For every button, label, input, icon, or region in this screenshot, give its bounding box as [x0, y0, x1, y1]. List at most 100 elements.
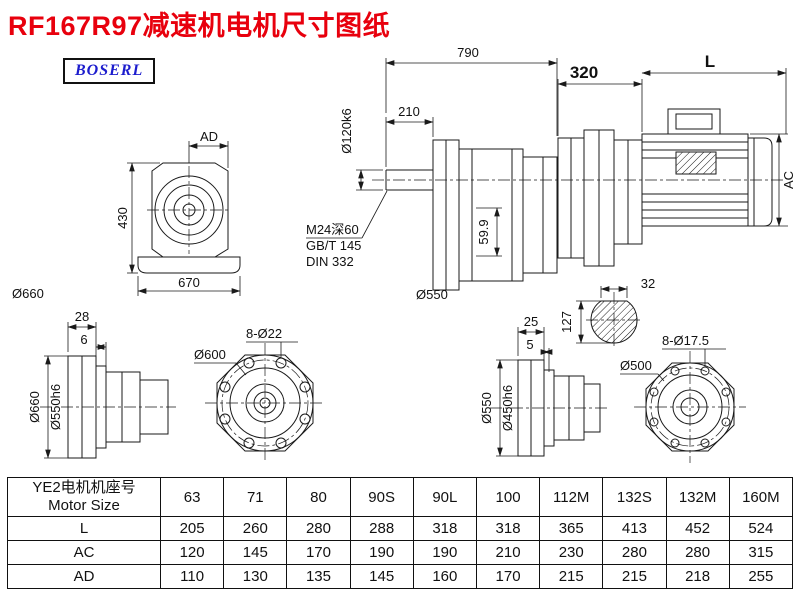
table-header-cn: YE2电机机座号 — [32, 479, 136, 496]
table-row: AD 110 130 135 145 160 170 215 215 218 2… — [7, 564, 794, 589]
table-cell: 318 — [475, 516, 541, 541]
table-row-label: AC — [7, 540, 161, 565]
dim-28-label: 28 — [75, 309, 89, 324]
table-cell: 280 — [602, 540, 667, 565]
table-cell: 170 — [475, 564, 541, 589]
output-side-view-1: 28 6 Ø660 Ø550h6 — [27, 309, 176, 459]
table-header-en: Motor Size — [48, 497, 120, 514]
table-cell: 452 — [665, 516, 730, 541]
dim-28: 28 — [67, 309, 97, 362]
dim-670: 670 — [137, 275, 241, 296]
gearbox-front-base — [137, 256, 241, 274]
table-col-header: 90L — [412, 477, 477, 517]
dim-600-label: Ø600 — [194, 347, 226, 362]
table-col-header: 71 — [223, 477, 288, 517]
shaft-cross-section: 32 127 — [559, 276, 655, 348]
shaft-tap-note: M24深60 GB/T 145 DIN 332 — [306, 190, 388, 269]
technical-drawing: AD 430 670 Ø660 Ø120 — [12, 45, 796, 463]
table-cell: 365 — [539, 516, 604, 541]
table-cell: 218 — [665, 564, 730, 589]
table-col-header: 63 — [159, 477, 225, 517]
table-cell: 135 — [286, 564, 351, 589]
table-header-row: YE2电机机座号 Motor Size 63 71 80 90S 90L 100… — [7, 477, 794, 517]
table-col-header: 112M — [539, 477, 604, 517]
flange-view-2: Ø500 8-Ø17.5 — [620, 333, 746, 463]
gearbox-body — [458, 148, 524, 282]
table-cell: 170 — [286, 540, 351, 565]
dim-5: 5 — [526, 337, 553, 372]
motor-stator-hatch — [675, 151, 717, 175]
gearbox-side-view: Ø120k6 210 790 59.9 M24深60 GB/T 145 DIN … — [306, 45, 786, 302]
dim-ad-label: AD — [200, 129, 218, 144]
dim-450h6-label: Ø450h6 — [500, 385, 515, 431]
table-cell: 110 — [159, 564, 225, 589]
table-cell: 215 — [539, 564, 604, 589]
dim-L: L — [641, 52, 787, 134]
dim-shaft-dia: Ø120k6 — [339, 108, 383, 191]
dim-599: 59.9 — [476, 207, 502, 257]
dim-550-side: Ø550 — [479, 359, 518, 457]
motor-side-view: 320 L AC 32 — [557, 52, 796, 348]
table-row: L 205 260 280 288 318 318 365 413 452 52… — [7, 516, 794, 541]
table-cell: 145 — [223, 540, 288, 565]
dim-790: 790 — [385, 45, 558, 136]
table-cell: 288 — [349, 516, 414, 541]
gearbox-rear — [522, 156, 558, 274]
terminal-box — [667, 108, 721, 135]
dim-gearbox-flange-dia-label: Ø550 — [416, 287, 448, 302]
table-cell: 215 — [602, 564, 667, 589]
table-cell: 260 — [223, 516, 288, 541]
tap-note-line2: GB/T 145 — [306, 238, 361, 253]
table-cell: 205 — [159, 516, 225, 541]
tap-note-line1: M24深60 — [306, 222, 359, 237]
dim-front-dia-label: Ø660 — [12, 286, 44, 301]
table-cell: 255 — [728, 564, 794, 589]
dim-8-175: 8-Ø17.5 — [662, 333, 726, 367]
dim-32-label: 32 — [641, 276, 655, 291]
dim-550h6-label: Ø550h6 — [48, 384, 63, 430]
tap-note-line3: DIN 332 — [306, 254, 354, 269]
gearbox-front-outline — [151, 162, 229, 258]
table-cell: 280 — [286, 516, 351, 541]
dim-25: 25 — [517, 314, 545, 366]
dim-L-label: L — [705, 52, 715, 71]
dim-8-22: 8-Ø22 — [246, 326, 298, 358]
dim-127: 127 — [559, 300, 614, 344]
table-col-header: 132M — [665, 477, 730, 517]
table-row-label: AD — [7, 564, 161, 589]
dim-shaft-dia-label: Ø120k6 — [339, 108, 354, 154]
table-row: AC 120 145 170 190 190 210 230 280 280 3… — [7, 540, 794, 565]
table-cell: 524 — [728, 516, 794, 541]
dim-32: 32 — [600, 276, 655, 298]
dim-AC: AC — [750, 133, 796, 227]
brand-logo: BOSERL — [63, 58, 156, 84]
dim-600: Ø600 — [194, 347, 247, 376]
output-side-view-2: 25 5 Ø550 Ø450h6 — [479, 314, 608, 457]
table-col-header: 90S — [349, 477, 414, 517]
dim-5-label: 5 — [526, 337, 533, 352]
table-cell: 130 — [223, 564, 288, 589]
dim-127-label: 127 — [559, 311, 574, 333]
dim-25-label: 25 — [524, 314, 538, 329]
table-header-motor-size: YE2电机机座号 Motor Size — [7, 477, 161, 517]
table-col-header: 132S — [602, 477, 667, 517]
dim-550-side-label: Ø550 — [479, 392, 494, 424]
table-cell: 145 — [349, 564, 414, 589]
table-cell: 120 — [159, 540, 225, 565]
table-col-header: 100 — [475, 477, 541, 517]
dim-660-side: Ø660 — [27, 355, 68, 459]
table-cell: 315 — [728, 540, 794, 565]
front-view: AD 430 670 Ø660 — [12, 129, 241, 301]
dim-8-175-label: 8-Ø17.5 — [662, 333, 709, 348]
dim-500: Ø500 — [620, 358, 665, 382]
dim-320-label: 320 — [570, 63, 598, 82]
table-cell: 318 — [412, 516, 477, 541]
dim-599-label: 59.9 — [476, 219, 491, 244]
page-title: RF167R97减速机电机尺寸图纸 — [8, 11, 391, 41]
dim-660-side-label: Ø660 — [27, 391, 42, 423]
dim-670-label: 670 — [178, 275, 200, 290]
flange-view-1: Ø600 8-Ø22 — [194, 326, 325, 463]
fan-cover — [748, 137, 773, 227]
table-col-header: 80 — [286, 477, 351, 517]
dim-790-label: 790 — [457, 45, 479, 60]
